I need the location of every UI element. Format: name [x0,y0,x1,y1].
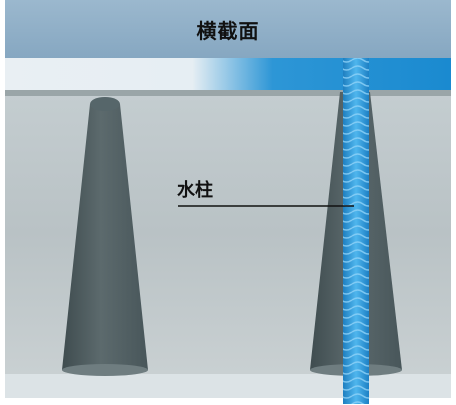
pore-left [62,97,148,376]
water-column-label: 水柱 [177,180,213,201]
bottom-band [5,374,451,398]
top-band [5,58,451,92]
water-column [343,58,369,404]
title-banner: 横截面 [5,0,451,58]
title: 横截面 [196,18,260,43]
slab-top-edge [5,90,451,96]
